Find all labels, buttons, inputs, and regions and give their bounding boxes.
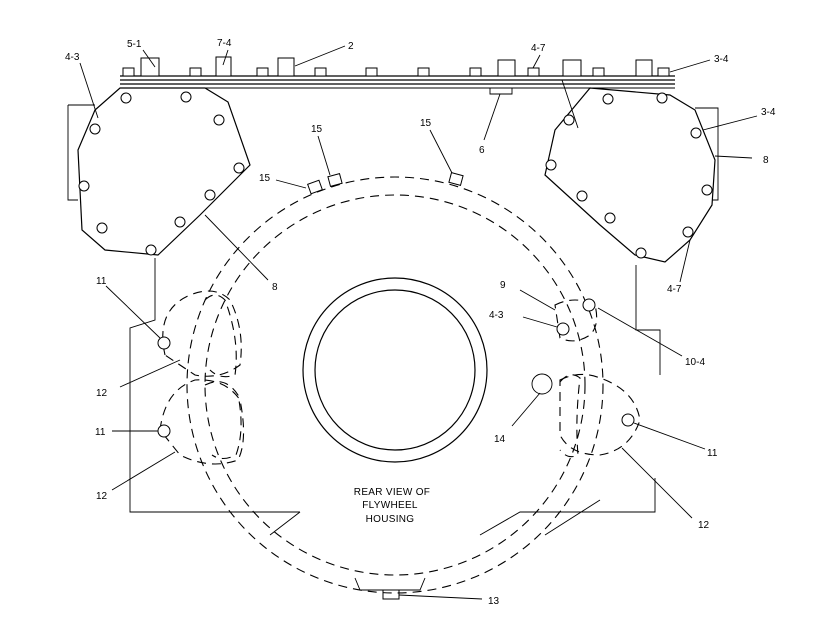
housing-outline xyxy=(129,258,661,600)
caption: REAR VIEW OF FLYWHEEL HOUSING xyxy=(354,487,430,525)
callout-8-center: 8 xyxy=(272,282,278,293)
callout-labels: 5-1 7-4 2 4-7 3-4 4-3 3-4 6 8 15 15 15 8… xyxy=(65,38,776,607)
right-cover-plate xyxy=(544,87,719,263)
caption-line-2: FLYWHEEL xyxy=(362,500,418,511)
callout-5-1: 5-1 xyxy=(127,39,142,50)
top-housing-bolts xyxy=(307,172,464,195)
caption-line-1: REAR VIEW OF xyxy=(354,487,430,498)
callout-4-3-left: 4-3 xyxy=(65,52,80,63)
callout-4-7-bottom: 4-7 xyxy=(667,284,682,295)
callout-6: 6 xyxy=(479,145,485,156)
callout-10-4: 10-4 xyxy=(685,357,705,368)
callout-2: 2 xyxy=(348,41,354,52)
callout-8-right: 8 xyxy=(763,155,769,166)
callout-15-b: 15 xyxy=(311,124,323,135)
top-rail xyxy=(120,56,675,95)
callout-12-lower-left: 12 xyxy=(96,491,108,502)
callout-11-lower-left: 11 xyxy=(95,427,106,438)
callout-12-right: 12 xyxy=(698,520,710,531)
callout-4-7-top: 4-7 xyxy=(531,43,546,54)
leader-lines xyxy=(79,45,758,600)
left-cover-plate xyxy=(67,87,251,256)
callout-15-c: 15 xyxy=(420,118,432,129)
callout-9: 9 xyxy=(500,280,506,291)
housing-bore xyxy=(186,176,604,594)
callout-13: 13 xyxy=(488,596,500,607)
caption-line-3: HOUSING xyxy=(366,514,415,525)
callout-3-4-right: 3-4 xyxy=(761,107,776,118)
callout-4-3-center: 4-3 xyxy=(489,310,504,321)
callout-11-upper-left: 11 xyxy=(96,276,107,287)
callout-12-upper-left: 12 xyxy=(96,388,108,399)
callout-11-right: 11 xyxy=(707,448,718,459)
callout-7-4: 7-4 xyxy=(217,38,232,49)
mounting-pads xyxy=(157,290,641,465)
callout-15-a: 15 xyxy=(259,173,271,184)
callout-14: 14 xyxy=(494,434,506,445)
callout-3-4-top: 3-4 xyxy=(714,54,729,65)
